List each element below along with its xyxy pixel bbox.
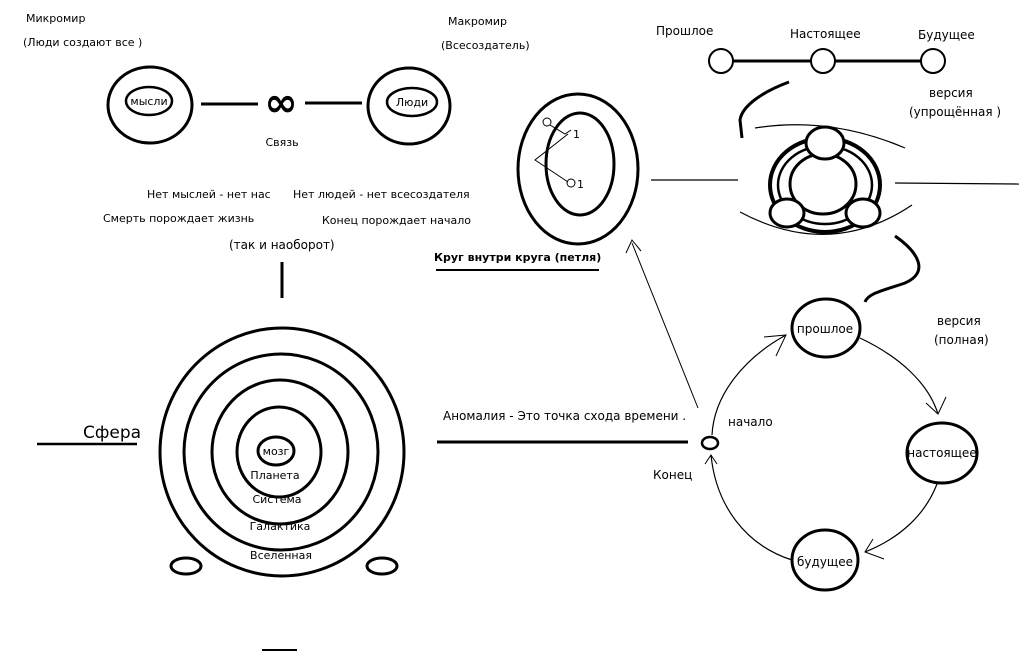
timeline-past-node [708,48,734,74]
anomaly-text: Аномалия - Это точка схода времени . [443,409,686,423]
cycle-future-label: будущее [797,555,853,569]
micro-inner-label: мысли [130,95,167,108]
simple-version-type: (упрощённая ) [909,105,1001,119]
macro-sphere [366,66,452,146]
loop-pointer-bottom [534,133,569,183]
macro-inner-label: Люди [396,96,428,109]
eye-brow-stroke [738,80,790,139]
statement-left-1: Нет мыслей - нет нас [147,188,271,201]
timeline-future-label: Будущее [918,28,975,42]
loop-pointer-top [549,124,572,135]
loop-marker-top [542,117,552,127]
sphere-layer-planet: Планета [250,469,299,482]
cycle-node-past [790,297,862,359]
sphere-foot-right [365,556,399,576]
sphere-layer-brain: мозг [263,445,290,458]
loop-outer [516,92,640,246]
statement-bottom: (так и наоборот) [229,238,335,252]
eye-right-node [844,197,882,229]
sphere-layer-universe: Вселенная [250,549,312,562]
sphere-ring-system [210,378,350,526]
loop-marker-bottom [566,178,576,188]
cycle-start-label: начало [728,415,773,429]
simple-version-word: версия [929,86,973,100]
anomaly-arrow-head [625,239,642,254]
sphere-ring-galaxy [182,352,380,552]
statement-right-1: Нет людей - нет всесоздателя [293,188,470,201]
loop-inner [544,111,616,217]
cycle-arc-future-to-end [710,454,793,561]
timeline-future-node [920,48,946,74]
sphere-ring-brain [256,435,296,467]
sphere-title: Сфера [83,423,141,443]
cycle-node-present [905,421,979,485]
eye-to-cycle-stroke [863,234,921,303]
cycle-arc-start-to-past [711,334,787,436]
micro-sphere [106,65,194,145]
eye-left-node [768,197,806,229]
cycle-arc-past-to-present [859,337,939,415]
cycle-arrowhead-end [704,454,718,465]
cycle-node-future [790,528,860,592]
macro-subtitle: (Всесоздатель) [441,39,530,52]
macro-title: Макромир [448,15,507,28]
sphere-foot-left [169,556,203,576]
cycle-arrowhead-past [763,334,787,357]
sphere-layer-galaxy: Галактика [250,520,311,533]
statement-left-2: Смерть порождает жизнь [103,212,254,225]
statement-right-2: Конец порождает начало [322,214,471,227]
timeline-present-label: Настоящее [790,27,861,41]
link-label: Связь [265,136,298,149]
eye-lash-lower [739,204,913,235]
anomaly-point [700,435,720,451]
full-version-word: версия [937,314,981,328]
macro-inner-oval [385,86,439,118]
cycle-end-label: Конец [653,468,692,482]
cycle-arrowhead-present [925,396,947,415]
anomaly-arrow-shaft [631,242,699,409]
cycle-arrowhead-future [864,538,885,560]
eye-right-line [894,182,1020,185]
timeline-present-node [810,48,836,74]
eye-top-node [804,125,846,161]
infinity-icon: ∞ [264,80,297,126]
micro-title: Микромир [26,12,85,25]
sphere-layer-system: Система [252,493,301,506]
micro-subtitle: (Люди создают все ) [23,36,142,49]
cycle-past-label: прошлое [797,322,853,336]
cycle-arc-present-to-future [864,483,938,553]
sphere-ring-universe [158,326,406,578]
sphere-ring-planet [235,405,323,499]
loop-marker-2-label: 1 [577,178,584,191]
timeline-past-label: Прошлое [656,24,713,38]
cycle-present-label: настоящее [907,446,976,460]
micro-inner-oval [124,85,174,117]
loop-marker-1-label: 1 [573,128,580,141]
full-version-type: (полная) [934,333,989,347]
loop-title: Круг внутри круга (петля) [434,251,601,264]
